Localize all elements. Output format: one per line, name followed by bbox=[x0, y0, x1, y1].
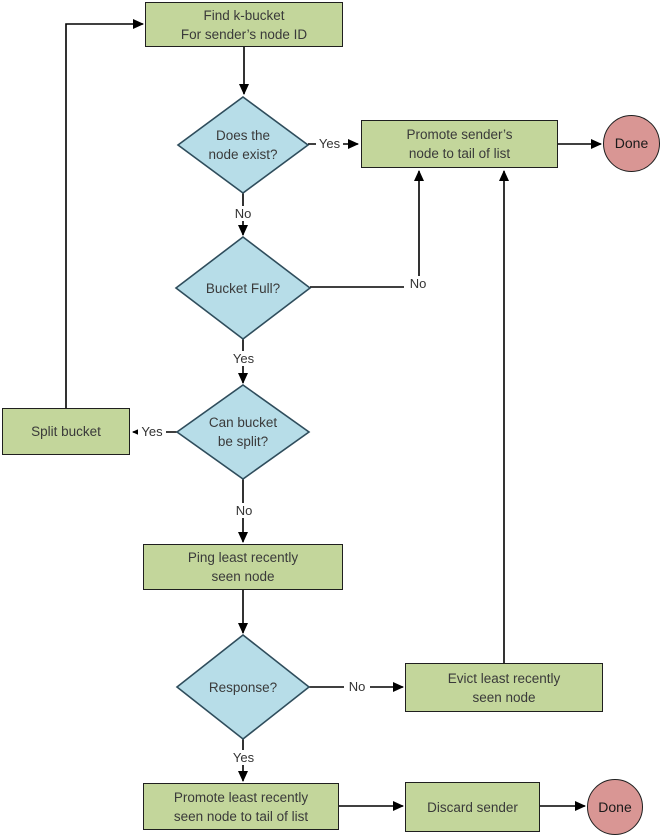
edge-label-response-no: No bbox=[344, 679, 370, 694]
node-label-line: Evict least recently bbox=[447, 670, 561, 686]
node-label-line: Done bbox=[598, 798, 632, 815]
process-discard-sender: Discard sender bbox=[405, 782, 540, 832]
edge-label-split-yes: Yes bbox=[138, 424, 166, 439]
node-label-line: Discard sender bbox=[427, 799, 518, 815]
edge-full-no bbox=[310, 170, 424, 288]
decision-can-split: Can bucket be split? bbox=[181, 402, 305, 462]
node-label-line: seen node bbox=[211, 569, 275, 584]
node-label-line: Can bucket bbox=[208, 415, 278, 430]
node-label-line: node to tail of list bbox=[408, 146, 511, 161]
node-label-line: Done bbox=[614, 135, 649, 151]
process-promote-sender: Promote sender’s node to tail of list bbox=[361, 120, 558, 168]
process-ping-node: Ping least recently seen node bbox=[143, 544, 343, 590]
terminal-done-top: Done bbox=[603, 115, 660, 172]
edge-label-full-yes: Yes bbox=[230, 351, 257, 366]
decision-shape-node-exists bbox=[176, 96, 310, 194]
node-label-line: Split bucket bbox=[31, 424, 101, 439]
edge-split-loop bbox=[65, 19, 144, 408]
node-label-line: Promote least recently bbox=[173, 789, 309, 805]
decision-shape-response bbox=[175, 633, 311, 741]
terminal-done-bottom: Done bbox=[587, 779, 643, 835]
node-label-line: node exist? bbox=[208, 147, 278, 162]
edge-label-exists-yes: Yes bbox=[316, 136, 343, 151]
node-label-line: Does the bbox=[215, 128, 271, 143]
process-promote-lrs: Promote least recently seen node to tail… bbox=[143, 783, 339, 830]
process-evict-node: Evict least recently seen node bbox=[405, 663, 603, 712]
decision-response: Response? bbox=[178, 667, 308, 707]
node-label-line: For sender’s node ID bbox=[180, 26, 308, 42]
node-label-line: be split? bbox=[217, 434, 269, 449]
node-label-line: Ping least recently bbox=[187, 550, 299, 565]
node-label-line: Response? bbox=[208, 679, 278, 695]
edge-label-exists-no: No bbox=[231, 206, 255, 221]
decision-shape-can-split bbox=[175, 384, 311, 480]
node-label-line: seen node bbox=[472, 689, 536, 705]
node-label-line: Find k-bucket bbox=[203, 7, 285, 23]
process-split-bucket: Split bucket bbox=[2, 408, 130, 455]
node-label-line: seen node to tail of list bbox=[173, 808, 309, 824]
node-label-line: Bucket Full? bbox=[205, 280, 281, 296]
edge-label-split-no: No bbox=[232, 503, 256, 518]
decision-node-exists: Does the node exist? bbox=[181, 115, 305, 175]
process-find-bucket: Find k-bucket For sender’s node ID bbox=[145, 2, 343, 47]
edge-label-full-no: No bbox=[404, 276, 432, 291]
edge-label-response-yes: Yes bbox=[230, 750, 257, 765]
decision-shape-bucket-full bbox=[174, 235, 312, 341]
node-label-line: Promote sender’s bbox=[406, 127, 513, 142]
decision-bucket-full: Bucket Full? bbox=[178, 268, 308, 308]
